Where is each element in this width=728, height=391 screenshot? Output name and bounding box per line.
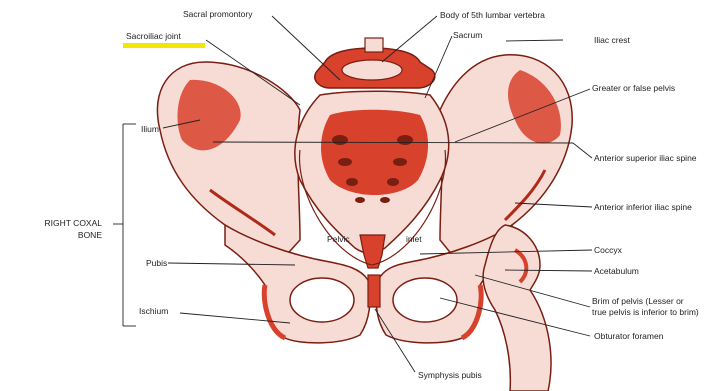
- label-ischium: Ischium: [139, 306, 168, 316]
- label-ilium: Ilium: [141, 124, 159, 134]
- label-right-coxal-bone-1: RIGHT COXAL: [12, 218, 102, 228]
- label-pubis: Pubis: [146, 258, 167, 268]
- label-brim-2: true pelvis is inferior to brim): [592, 307, 699, 317]
- symphysis-pubis: [368, 275, 380, 307]
- label-brim-1: Brim of pelvis (Lesser or: [592, 296, 684, 306]
- femur: [483, 225, 551, 391]
- sacrum: [295, 91, 449, 253]
- label-greater-pelvis: Greater or false pelvis: [592, 83, 675, 93]
- label-asis: Anterior superior iliac spine: [594, 153, 697, 163]
- label-right-coxal-bone-2: BONE: [12, 230, 102, 240]
- l5-vertebra: [315, 38, 435, 88]
- label-inlet: inlet: [406, 234, 422, 244]
- label-aiis: Anterior inferior iliac spine: [594, 202, 692, 212]
- label-sacral-promontory: Sacral promontory: [183, 9, 252, 19]
- label-acetabulum: Acetabulum: [594, 266, 639, 276]
- label-body-l5: Body of 5th lumbar vertebra: [440, 10, 545, 20]
- label-symphysis-pubis: Symphysis pubis: [418, 370, 482, 380]
- label-pelvic: Pelvic: [327, 234, 350, 244]
- label-sacrum: Sacrum: [453, 30, 482, 40]
- label-iliac-crest: Iliac crest: [594, 35, 630, 45]
- coccyx: [360, 235, 385, 268]
- label-obturator-foramen: Obturator foramen: [594, 331, 663, 341]
- label-sacroiliac-joint: Sacroiliac joint: [126, 31, 181, 41]
- label-coccyx: Coccyx: [594, 245, 622, 255]
